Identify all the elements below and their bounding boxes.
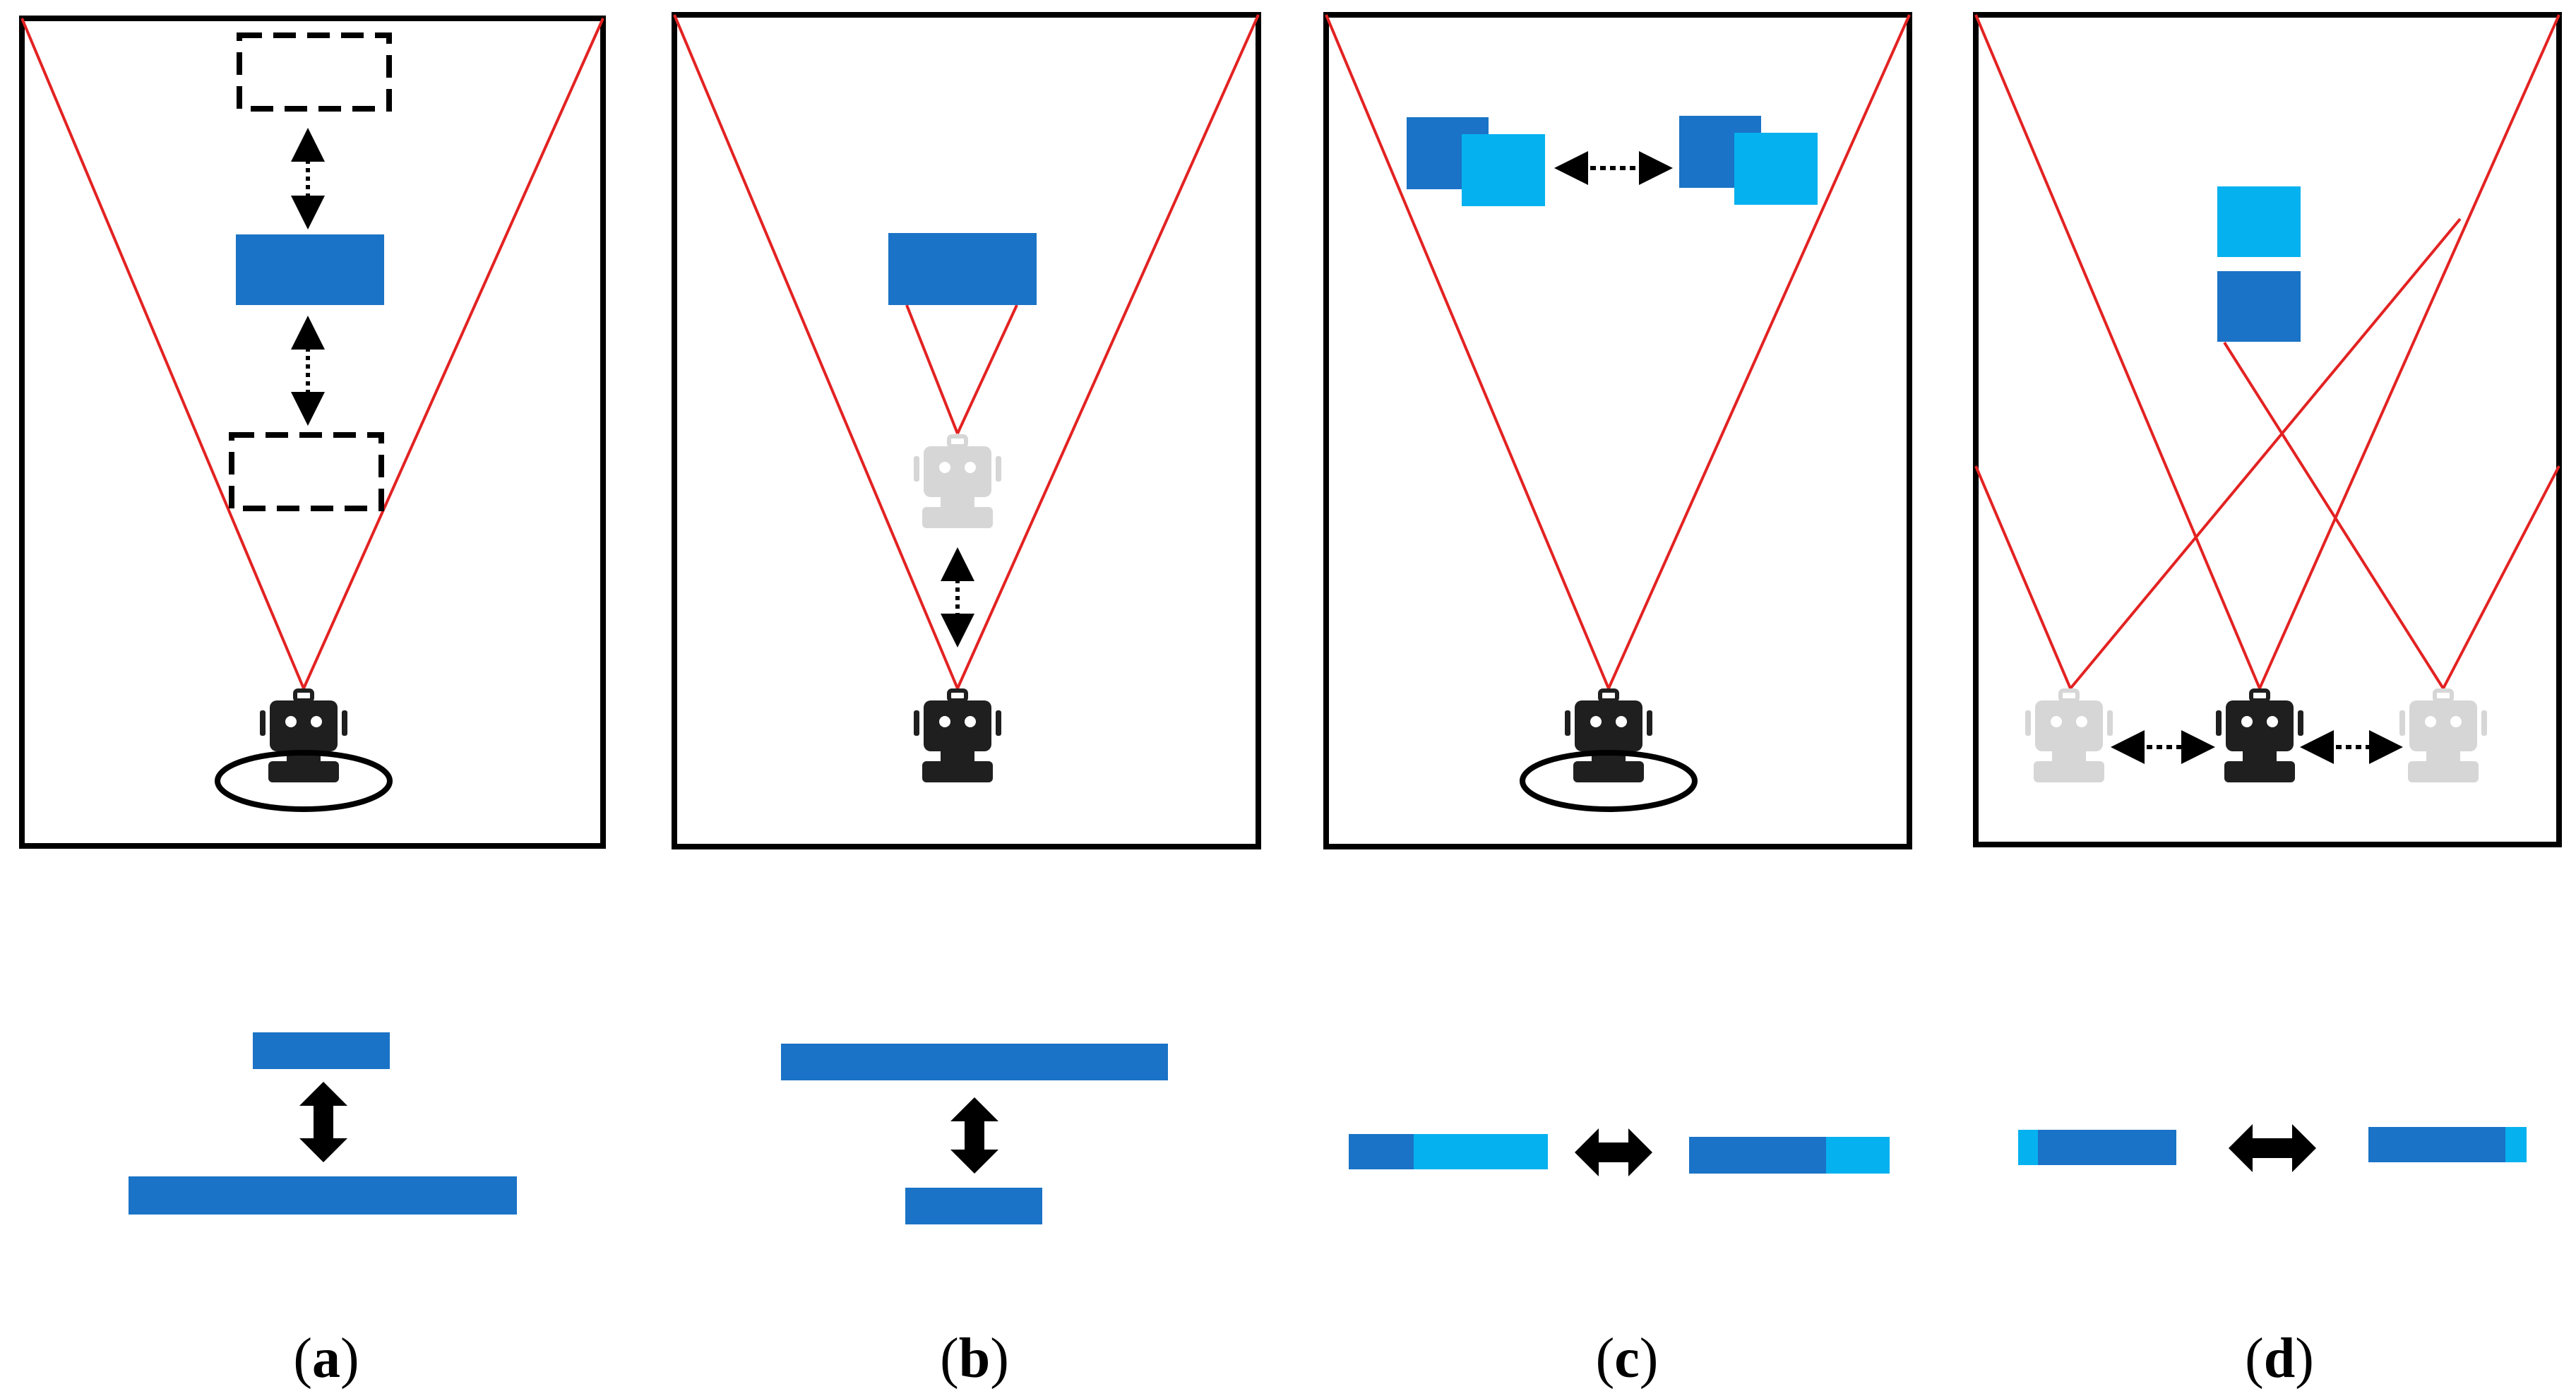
panel-b: (b) [672, 12, 1261, 1390]
robot-icon [914, 436, 1001, 528]
panel-b-frame [672, 12, 1261, 849]
panel-d-frame [1973, 12, 2562, 847]
panel-d-view-line-right-b [2442, 465, 2560, 689]
panel-c-block-right-front [1734, 133, 1818, 205]
panel-a-caption: (a) [293, 1328, 359, 1390]
panel-c: (c) [1323, 12, 1912, 1390]
robot-icon [914, 691, 1001, 782]
panel-c-block-left-front [1462, 134, 1545, 206]
robot-icon [2025, 691, 2113, 782]
robot-icon [2216, 691, 2303, 782]
panel-b-view-line-right [956, 14, 1260, 689]
double-arrow-icon [950, 1097, 998, 1174]
panel-b-caption-letter: b [959, 1328, 991, 1390]
panel-d-bar-left-light [2018, 1130, 2039, 1165]
panel-d-caption: (d) [2245, 1328, 2314, 1390]
panel-a-caption-letter: a [312, 1328, 340, 1390]
panel-c-robot-highlight [1520, 750, 1698, 812]
panel-d-block-dark [2217, 271, 2301, 342]
panel-a-dashed-box-top [237, 32, 392, 112]
robot-icon [1565, 691, 1652, 782]
panel-a-bar-bottom [129, 1176, 517, 1215]
double-arrow-icon [1575, 1128, 1652, 1176]
panel-d-view-line-left-b [2069, 217, 2462, 690]
panel-b-view-line-left [673, 14, 959, 689]
panel-d-bar-right-dark [2368, 1127, 2507, 1162]
panel-a-dashed-box-bottom [229, 432, 384, 511]
panel-b-caption: (b) [940, 1328, 1009, 1390]
panel-d: (d) [1973, 12, 2562, 1390]
panel-d-view-line-center-left [1974, 14, 2261, 689]
panel-d-bar-right-light [2505, 1127, 2527, 1162]
panel-d-bar-left-dark [2038, 1130, 2176, 1165]
double-arrow-icon [2229, 1124, 2316, 1172]
panel-a: (a) [19, 16, 606, 1390]
panel-a-robot-highlight [215, 750, 393, 812]
panel-a-view-line-right [302, 18, 604, 689]
panel-a-block [236, 234, 384, 305]
panel-a-frame [19, 16, 606, 849]
panel-c-view-line-right [1607, 14, 1911, 689]
panel-d-view-line-center-right [2258, 14, 2560, 689]
panel-d-caption-letter: d [2264, 1328, 2296, 1390]
panel-d-block-light [2217, 186, 2301, 257]
panel-b-bar-top [781, 1044, 1168, 1080]
panel-c-view-line-left [1325, 14, 1610, 689]
double-arrow-icon [299, 1082, 347, 1162]
panel-b-bar-bottom [905, 1188, 1042, 1224]
panel-c-caption: (c) [1596, 1328, 1659, 1390]
robot-icon [2399, 691, 2487, 782]
robot-icon [260, 691, 347, 782]
panel-c-bar-right-dark [1689, 1137, 1827, 1174]
panel-c-caption-letter: c [1614, 1328, 1640, 1390]
panel-c-bar-right-light [1826, 1137, 1890, 1174]
panel-c-bar-left-dark [1349, 1134, 1415, 1169]
panel-a-bar-top [253, 1032, 390, 1069]
panel-b-block [888, 233, 1037, 305]
panel-c-bar-left-light [1414, 1134, 1548, 1169]
panel-b-view-line-near-right [956, 304, 1018, 434]
panel-c-frame [1323, 12, 1912, 849]
panel-d-view-line-left-a [1974, 465, 2072, 689]
panel-a-view-line-left [20, 18, 305, 689]
panel-d-view-line-right-a [2223, 341, 2445, 690]
panel-b-view-line-near-left [905, 304, 959, 434]
